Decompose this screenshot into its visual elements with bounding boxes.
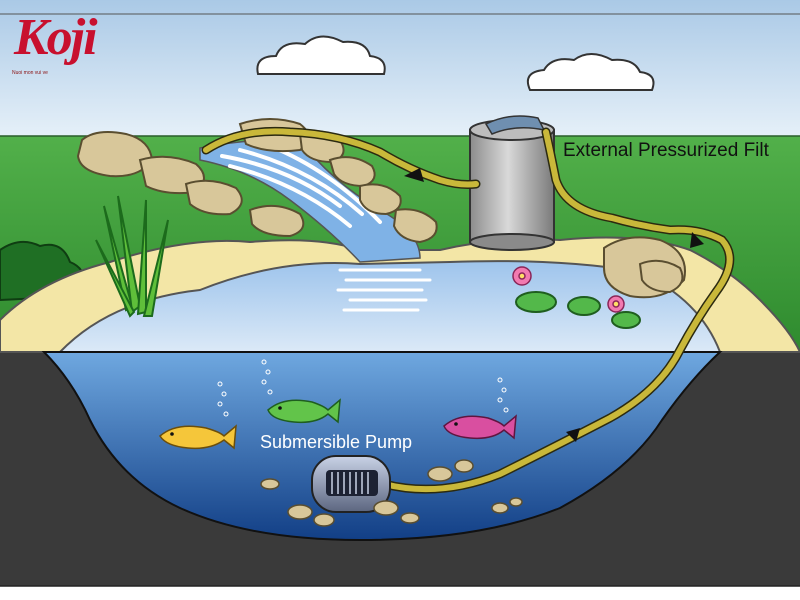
logo-wordmark: Koji: [14, 9, 98, 66]
filter-canister: [469, 115, 555, 251]
water-reflection: [336, 268, 432, 312]
lily-pads: [515, 291, 641, 329]
pond-basin: [41, 351, 723, 542]
fish-pink: [443, 414, 517, 440]
bubbles: [217, 359, 509, 417]
fish-yellow: [159, 424, 237, 450]
return-hose: [203, 128, 479, 188]
pump-label: Submersible Pump: [260, 432, 413, 452]
filter-label: External Pressurized Filt: [563, 140, 769, 161]
feed-hose: [381, 129, 733, 493]
logo-tagline: Nuoi mon vui ve: [12, 70, 48, 76]
cloud-right: [526, 53, 655, 91]
flow-arrows: [404, 168, 704, 442]
lotus-flowers: [512, 266, 625, 313]
submersible-pump: [311, 455, 391, 513]
cloud-left: [256, 35, 386, 75]
sky: [0, 0, 800, 140]
fish-green: [267, 398, 341, 424]
waterfall-streaks: [220, 144, 382, 228]
pebbles: [260, 459, 523, 527]
reed-plant: [95, 195, 169, 318]
koji-logo: Koji Nuoi mon vui ve: [4, 9, 116, 82]
rocks: [76, 118, 686, 299]
